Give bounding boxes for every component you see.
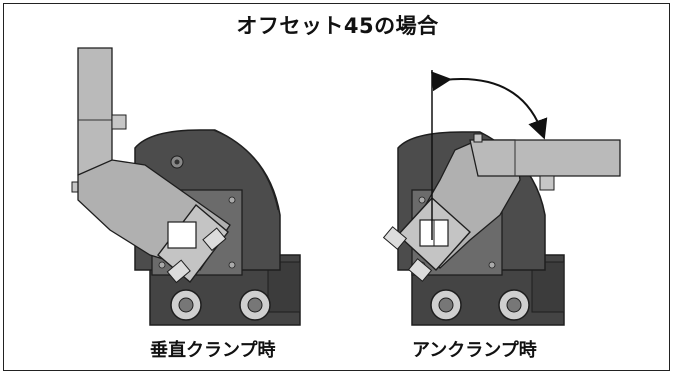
caption-unclamped: アンクランプ時 bbox=[412, 340, 537, 361]
curved-double-arrow-icon bbox=[431, 71, 548, 140]
unclamped-illustration bbox=[382, 70, 621, 326]
vertical-clamp-illustration bbox=[71, 47, 301, 326]
diagram-title: オフセット45の場合 bbox=[236, 14, 439, 38]
caption-vertical-clamp: 垂直クランプ時 bbox=[150, 340, 276, 361]
